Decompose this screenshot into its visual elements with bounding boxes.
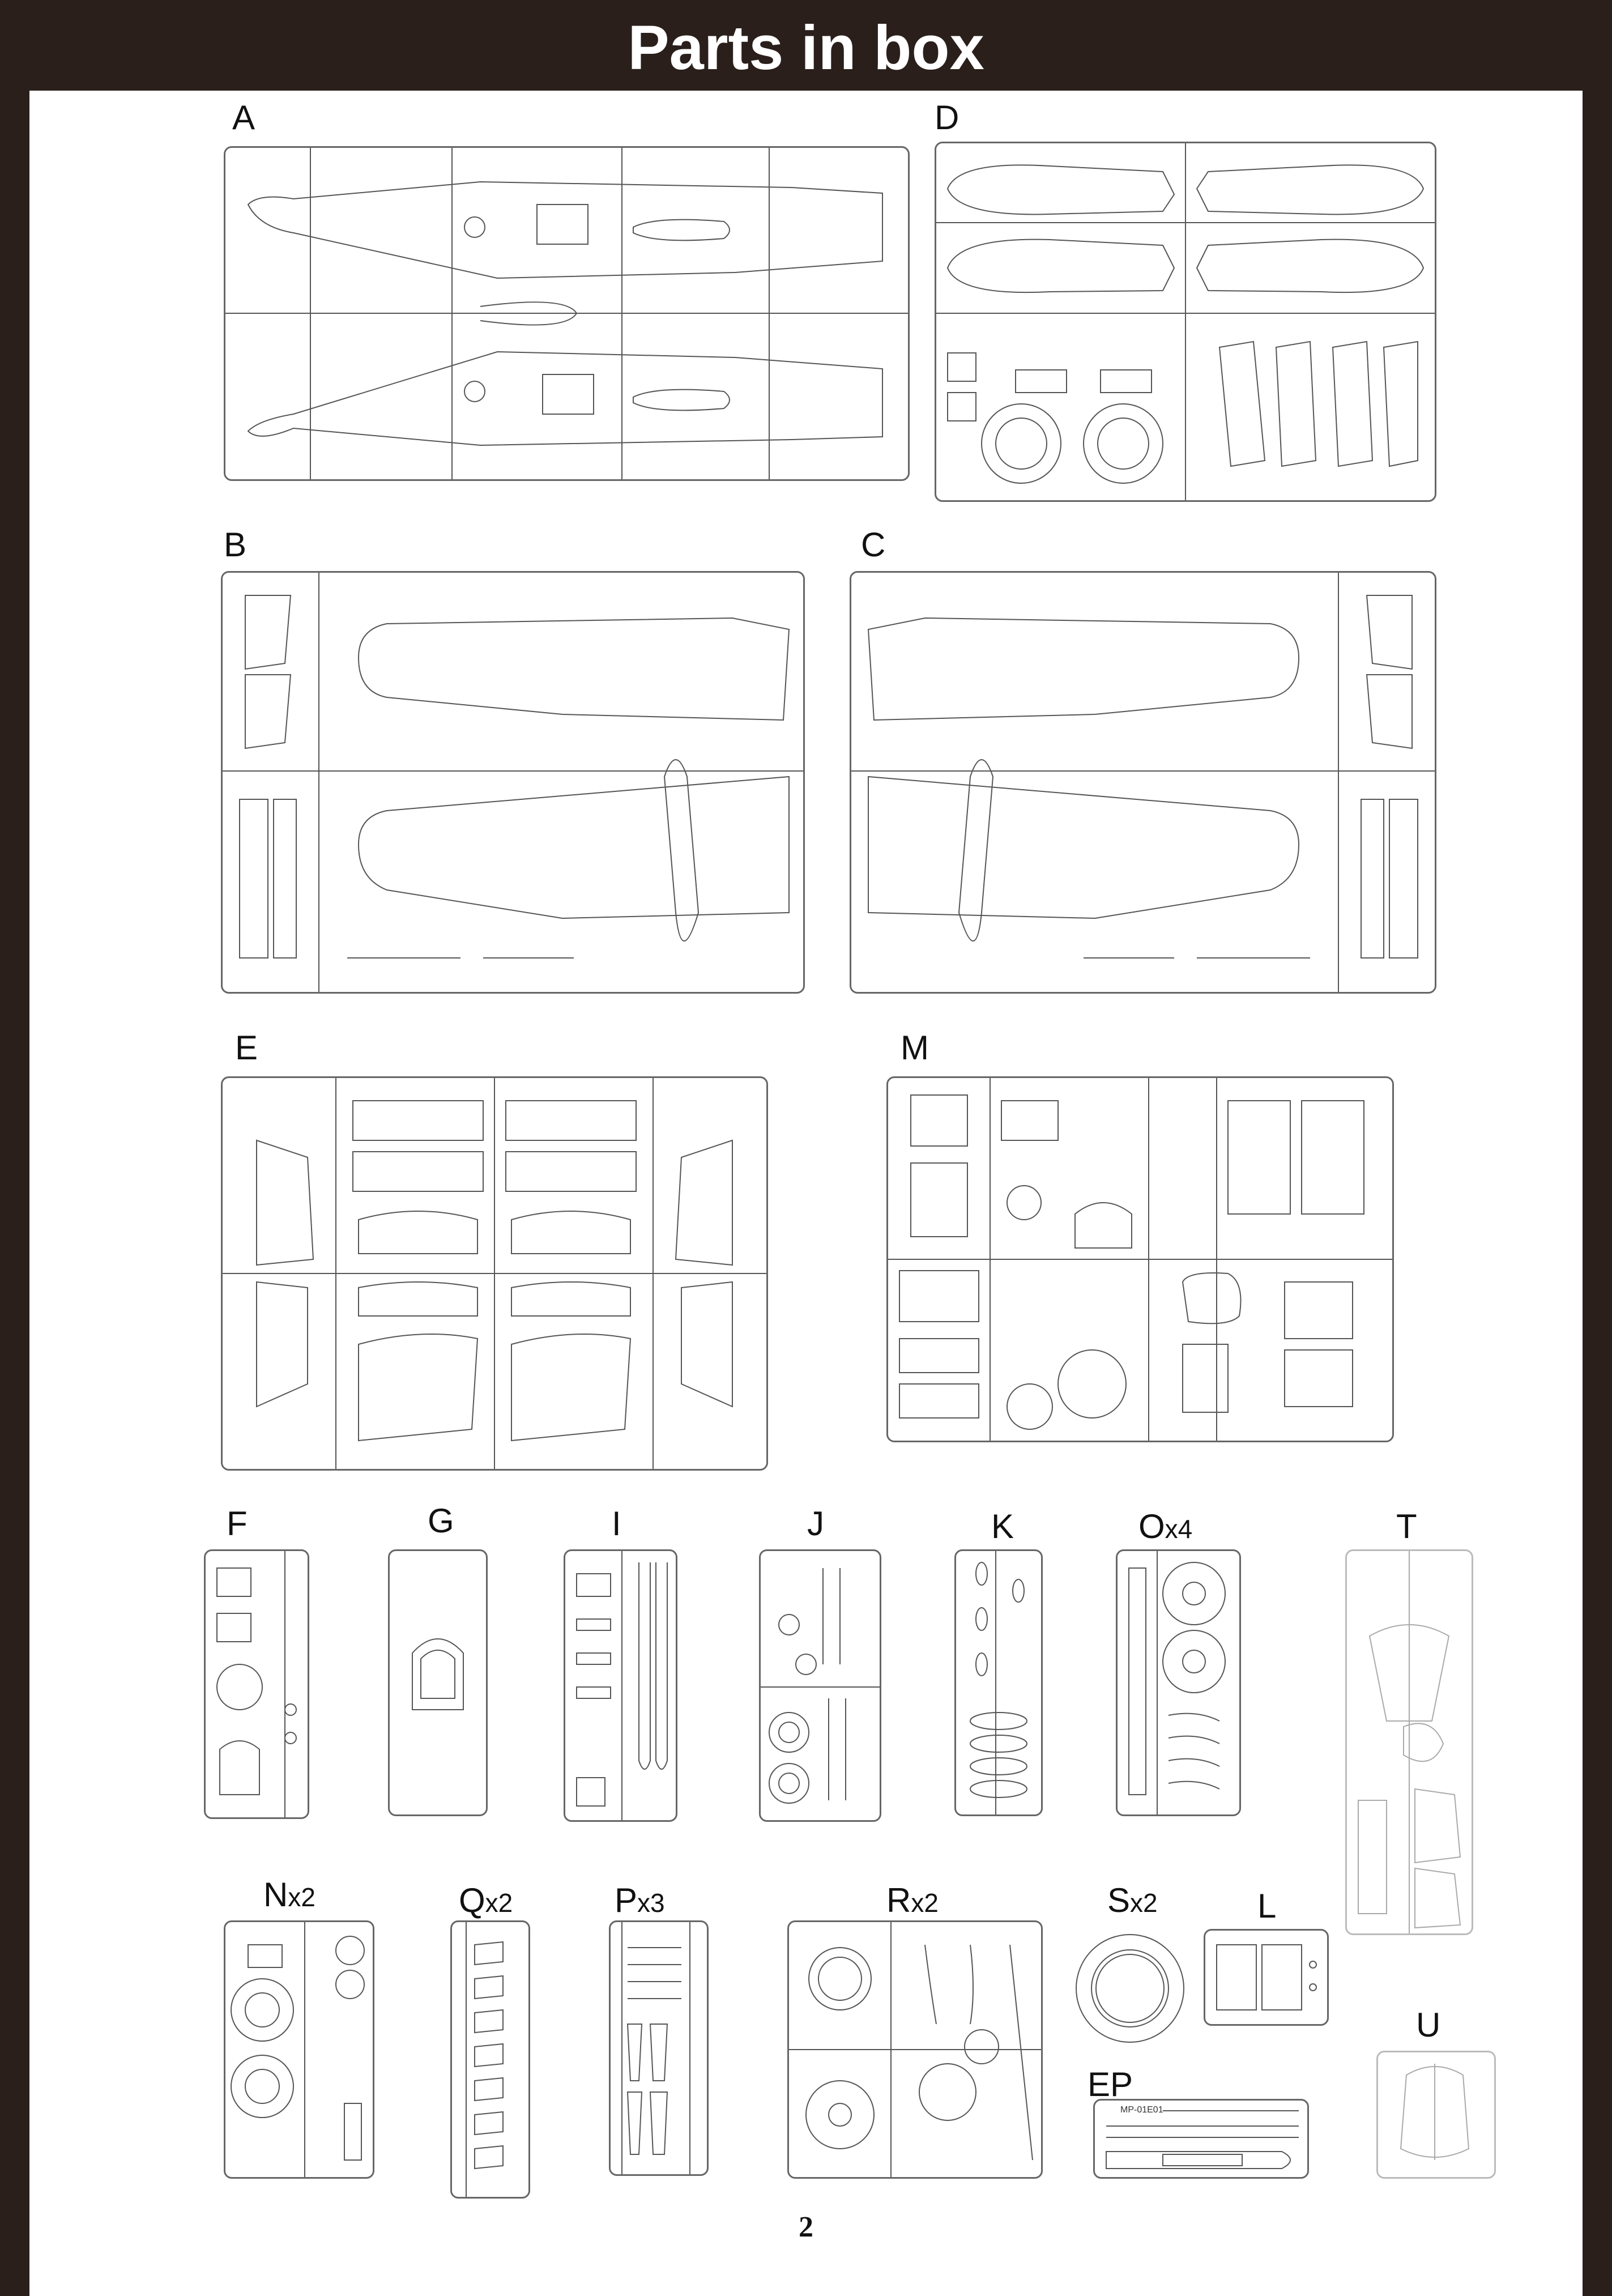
page-title: Parts in box xyxy=(628,13,984,83)
sprue-label-d: D xyxy=(935,99,959,137)
sprue-l-diagram xyxy=(1216,1944,1317,2010)
sprue-label-ep: EP xyxy=(1088,2065,1133,2103)
sprue-d-diagram xyxy=(936,143,1435,500)
sprue-u-diagram xyxy=(1400,2064,1470,2160)
sprue-label-r: Rx2 xyxy=(886,1881,939,1919)
sprue-s-diagram xyxy=(1076,1934,1184,2043)
sprue-q-diagram xyxy=(466,1922,504,2197)
sprue-j-diagram xyxy=(761,1568,880,1804)
sprue-t xyxy=(1345,1549,1473,1935)
sprue-l xyxy=(1204,1929,1329,2026)
sprue-o xyxy=(1116,1549,1241,1816)
sprue-label-q: Qx2 xyxy=(459,1881,513,1919)
sprue-b-diagram xyxy=(223,573,803,992)
sprue-t-diagram xyxy=(1358,1551,1461,1933)
sprue-u xyxy=(1376,2051,1496,2179)
sprue-k xyxy=(954,1549,1043,1816)
sprue-m-diagram xyxy=(888,1078,1392,1441)
sprue-label-u: U xyxy=(1416,2006,1441,2044)
sprue-m xyxy=(886,1076,1394,1442)
sprue-i-diagram xyxy=(576,1551,668,1820)
sprue-label-m: M xyxy=(901,1029,929,1067)
sprue-e xyxy=(221,1076,768,1471)
sprue-ep-diagram xyxy=(1106,2110,1299,2169)
sprue-f-diagram xyxy=(216,1551,297,1817)
sprue-label-s: Sx2 xyxy=(1107,1881,1158,1919)
sprue-label-f: F xyxy=(227,1505,248,1543)
sprue-k-diagram xyxy=(970,1551,1027,1814)
etch-code: MP-01E01 xyxy=(1120,2105,1163,2115)
sprue-c-diagram xyxy=(851,573,1435,992)
sprue-p-diagram xyxy=(621,1922,690,2174)
sprue-f xyxy=(204,1549,309,1819)
sprue-n-diagram xyxy=(231,1922,365,2177)
sprue-label-n: Nx2 xyxy=(263,1876,315,1914)
sprue-label-p: Px3 xyxy=(615,1881,665,1919)
sprue-label-c: C xyxy=(861,526,886,564)
sprue-i xyxy=(564,1549,677,1822)
sprue-label-l: L xyxy=(1257,1887,1277,1925)
sprue-label-j: J xyxy=(807,1505,824,1543)
sprue-o-diagram xyxy=(1128,1551,1226,1814)
sprue-a-diagram xyxy=(225,148,908,479)
sprue-r-diagram xyxy=(789,1922,1041,2177)
sprue-b xyxy=(221,571,805,994)
page-number: 2 xyxy=(799,2211,813,2243)
sprue-c xyxy=(850,571,1436,994)
sprue-label-b: B xyxy=(224,526,247,564)
sprue-g-diagram xyxy=(412,1638,464,1710)
sprue-g xyxy=(388,1549,488,1816)
sprue-ep: MP-01E01 xyxy=(1093,2099,1309,2179)
sprue-label-i: I xyxy=(612,1505,621,1543)
sprue-label-a: A xyxy=(232,99,255,137)
sprue-label-e: E xyxy=(235,1029,258,1067)
sprue-p xyxy=(609,1920,709,2176)
sprue-d xyxy=(935,142,1436,502)
sprue-j xyxy=(759,1549,881,1822)
sprue-s xyxy=(1073,1932,1187,2045)
sprue-label-t: T xyxy=(1396,1507,1417,1545)
sprue-label-g: G xyxy=(428,1502,454,1540)
sprue-e-diagram xyxy=(223,1078,766,1469)
sprue-n xyxy=(224,1920,374,2179)
sprue-label-o: Ox4 xyxy=(1138,1507,1193,1545)
sprue-r xyxy=(787,1920,1043,2179)
sprue-label-k: K xyxy=(991,1507,1014,1545)
sprue-a xyxy=(224,146,910,481)
sprue-q xyxy=(450,1920,530,2199)
